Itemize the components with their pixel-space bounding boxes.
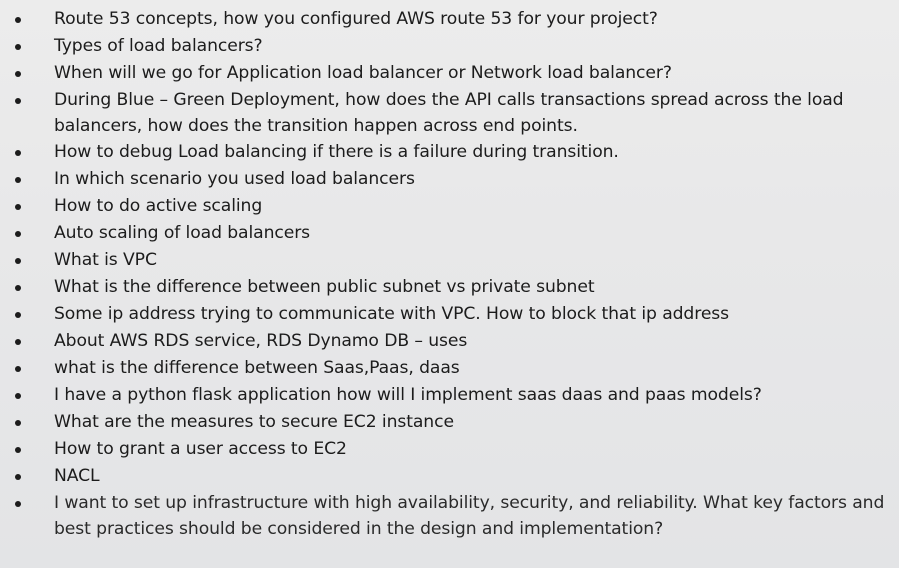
list-item: I have a python flask application how wi… [0,382,899,409]
list-item: In which scenario you used load balancer… [0,166,899,193]
list-item: Some ip address trying to communicate wi… [0,301,899,328]
bullet-icon [15,231,21,237]
list-item: Types of load balancers? [0,33,899,60]
list-item: How to debug Load balancing if there is … [0,139,899,166]
list-item: What is VPC [0,247,899,274]
list-item-text: I have a python flask application how wi… [54,385,762,405]
list-item-text: How to grant a user access to EC2 [54,439,347,459]
bullet-icon [15,71,21,77]
list-item: How to grant a user access to EC2 [0,436,899,463]
bullet-icon [15,501,21,507]
list-item: How to do active scaling [0,193,899,220]
list-item-text: Some ip address trying to communicate wi… [54,304,730,324]
list-item: Route 53 concepts, how you configured AW… [0,6,899,33]
list-item-text: When will we go for Application load bal… [54,63,672,83]
bullet-icon [15,177,21,183]
bullet-icon [15,204,21,210]
list-item: what is the difference between Saas,Paas… [0,355,899,382]
bullet-icon [15,339,21,345]
bullet-icon [15,17,21,23]
list-item-text: What is VPC [54,250,157,270]
list-item-text: How to do active scaling [54,196,263,216]
list-item-text: About AWS RDS service, RDS Dynamo DB – u… [54,331,468,351]
bullet-icon [15,447,21,453]
list-item-text: I want to set up infrastructure with hig… [54,493,885,539]
bullet-icon [15,98,21,104]
list-item: I want to set up infrastructure with hig… [0,490,899,542]
list-item-text: what is the difference between Saas,Paas… [54,358,460,378]
list-item: NACL [0,463,899,490]
bullet-icon [15,393,21,399]
list-item-text: NACL [54,466,100,486]
bullet-icon [15,420,21,426]
list-item-text: Auto scaling of load balancers [54,223,311,243]
list-item: About AWS RDS service, RDS Dynamo DB – u… [0,328,899,355]
list-item: What is the difference between public su… [0,274,899,301]
interview-questions-list: Route 53 concepts, how you configured AW… [0,6,899,542]
bullet-icon [15,258,21,264]
list-item-text: In which scenario you used load balancer… [54,169,415,189]
bullet-icon [15,285,21,291]
list-item: During Blue – Green Deployment, how does… [0,87,899,139]
bullet-icon [15,44,21,50]
bullet-icon [15,150,21,156]
list-item: Auto scaling of load balancers [0,220,899,247]
list-item-text: During Blue – Green Deployment, how does… [54,90,844,136]
list-item-text: What is the difference between public su… [54,277,595,297]
list-item: When will we go for Application load bal… [0,60,899,87]
bullet-icon [15,312,21,318]
bullet-icon [15,366,21,372]
bullet-icon [15,474,21,480]
list-item-text: Types of load balancers? [54,36,263,56]
list-item-text: What are the measures to secure EC2 inst… [54,412,454,432]
list-item-text: How to debug Load balancing if there is … [54,142,619,162]
list-item-text: Route 53 concepts, how you configured AW… [54,9,658,29]
list-item: What are the measures to secure EC2 inst… [0,409,899,436]
